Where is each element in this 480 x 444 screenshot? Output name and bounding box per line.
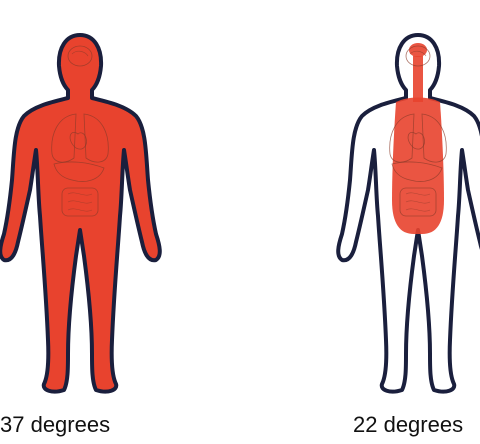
label-22-degrees: 22 degrees [353,412,463,438]
figure-22-degrees [338,35,480,392]
label-37-degrees: 37 degrees [0,412,110,438]
figure-37-degrees [0,35,160,392]
